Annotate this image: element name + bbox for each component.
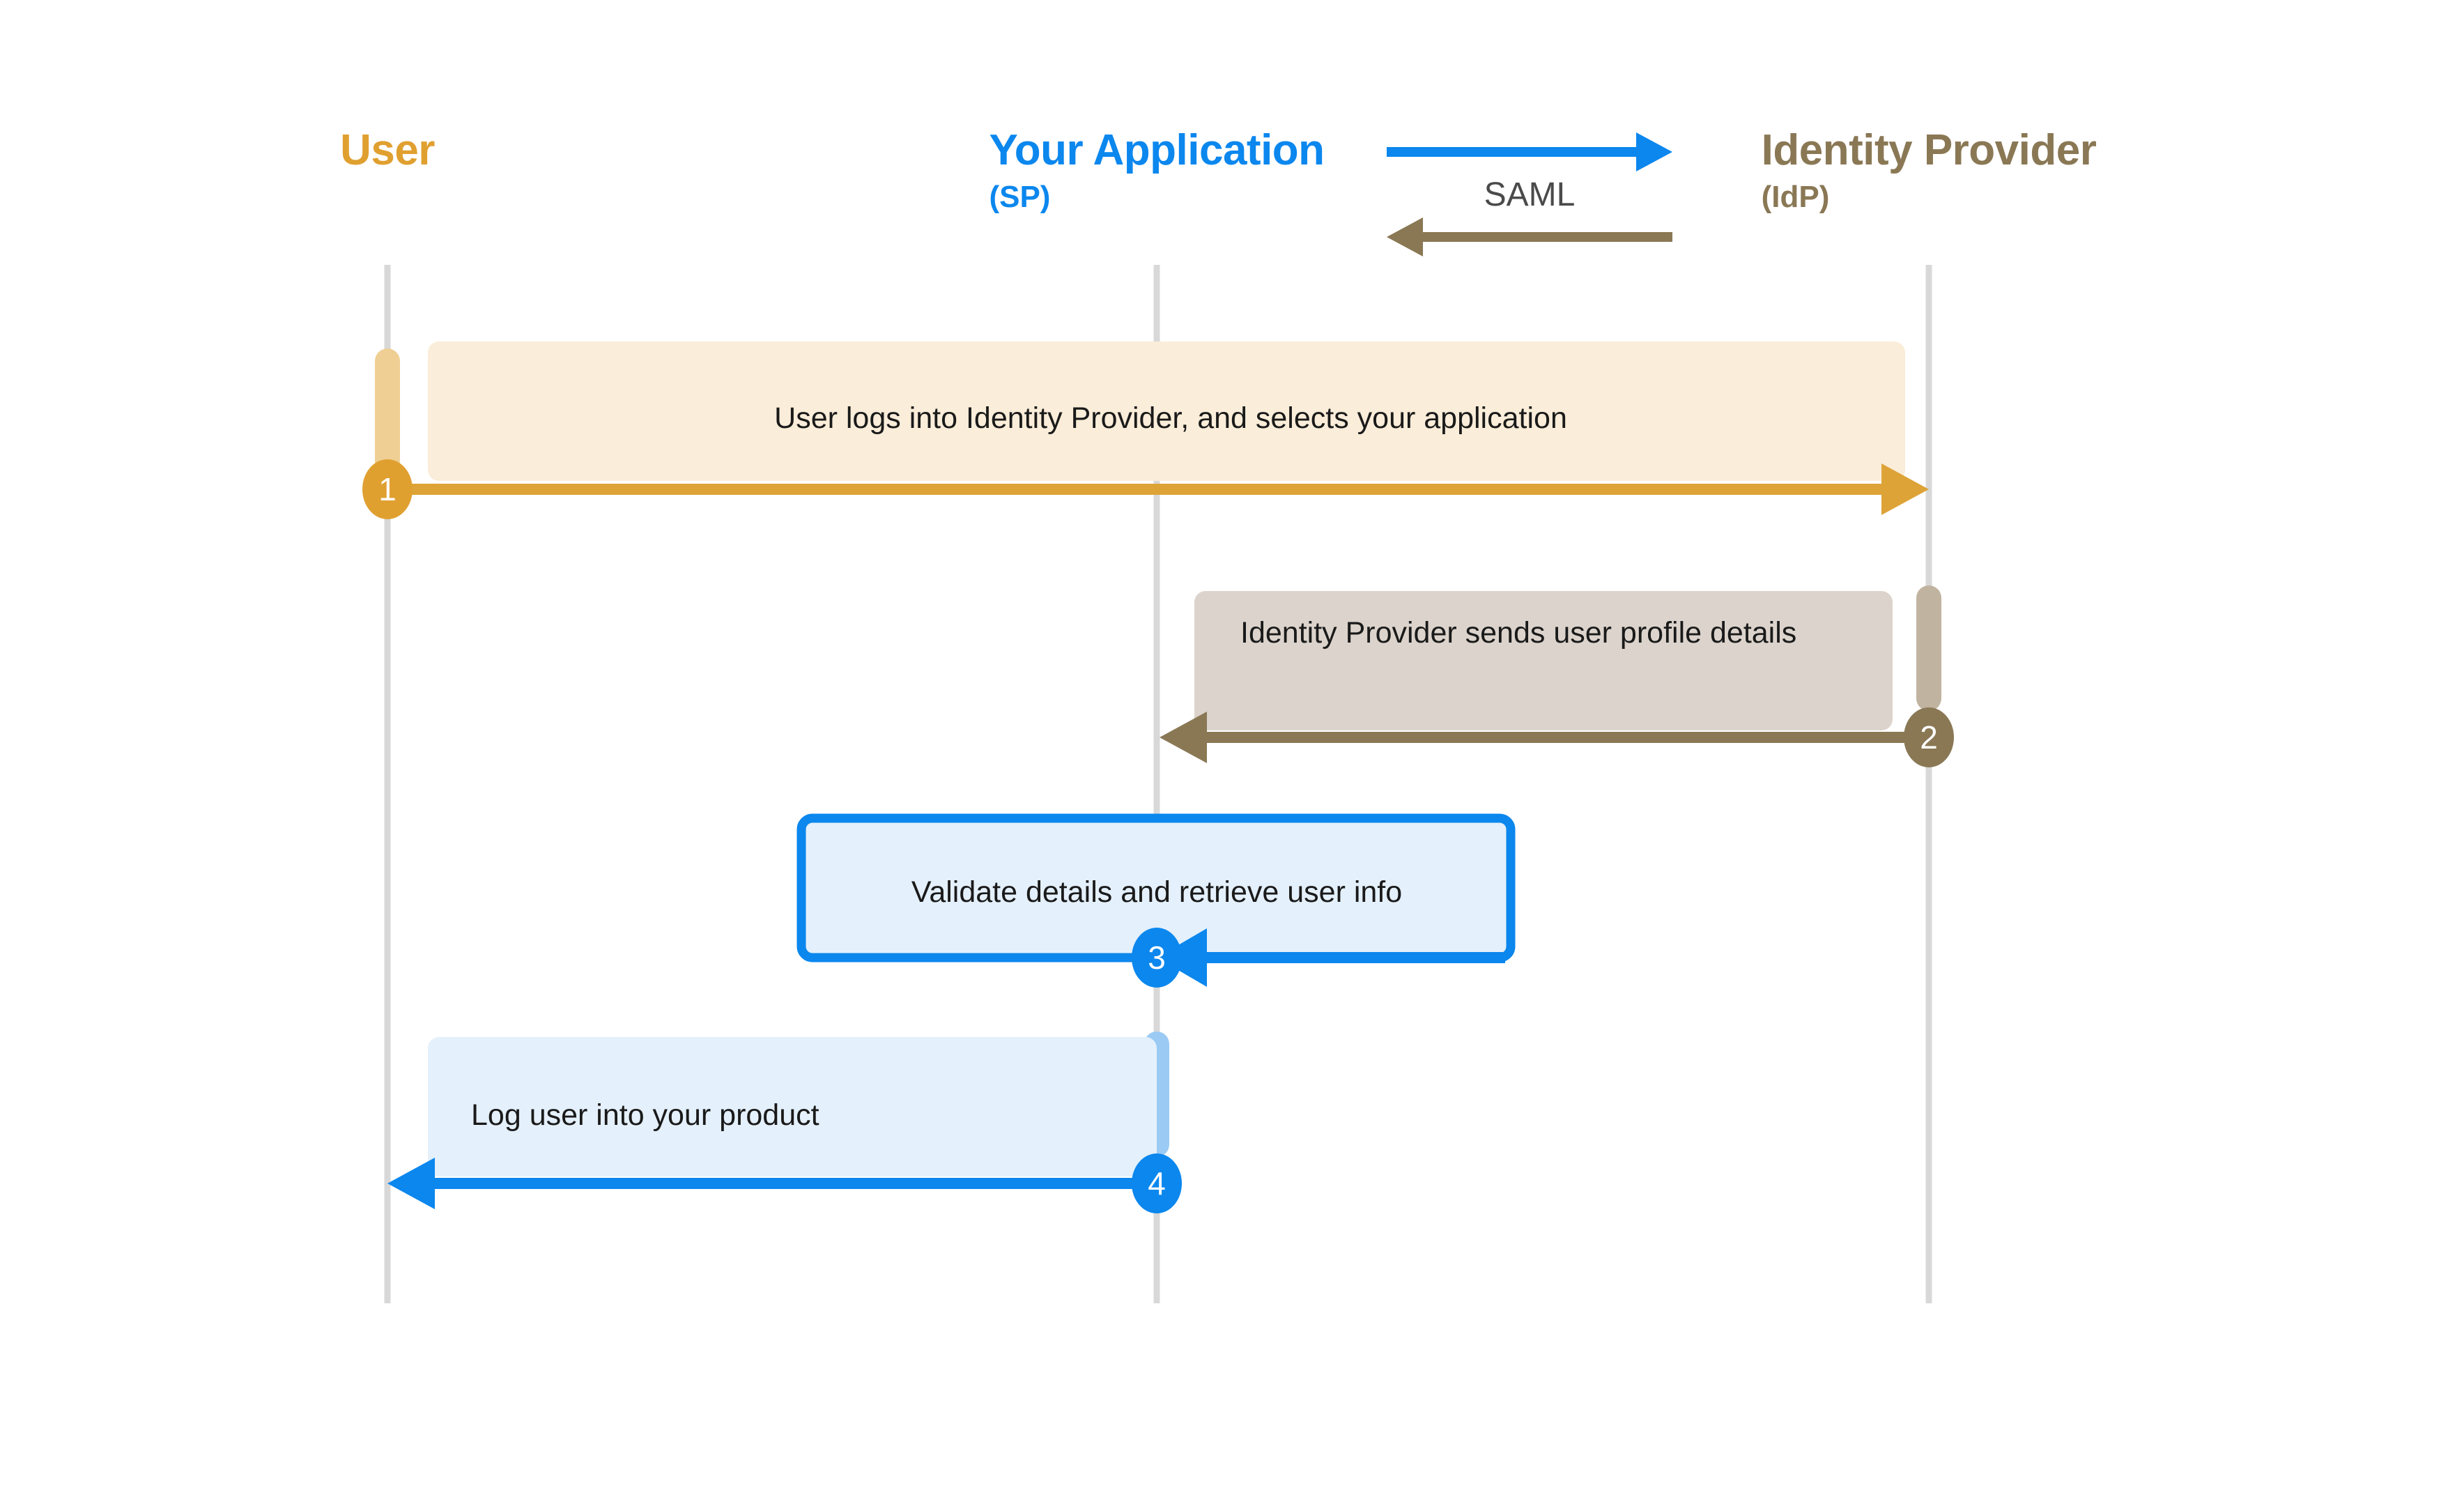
actor-name-your-application: Your Application — [989, 126, 1325, 174]
saml-protocol-arrows — [1387, 132, 1672, 256]
step-2-arrow-head — [1160, 712, 1207, 763]
activation-bar-idp-step2 — [1916, 585, 1941, 711]
step-4-group — [387, 1037, 1157, 1209]
actor-name-user: User — [340, 126, 435, 174]
saml-request-arrow-head — [1636, 132, 1672, 171]
actor-header-user: User — [340, 129, 435, 182]
step-1-group — [387, 342, 1929, 515]
step-1-message-text: User logs into Identity Provider, and se… — [774, 401, 1567, 435]
activation-bar-user-step1 — [375, 348, 400, 474]
step-3-message-text: Validate details and retrieve user info — [911, 875, 1403, 909]
step-4-message-text: Log user into your product — [471, 1098, 819, 1132]
step-4-arrow-head — [387, 1158, 435, 1209]
step-badge-2[interactable]: 2 — [1904, 707, 1954, 767]
actor-header-your-application: Your Application (SP) — [989, 126, 1325, 214]
actor-name-identity-provider: Identity Provider — [1761, 126, 2097, 174]
step-3-arrow-head — [1157, 928, 1207, 987]
step-badge-3[interactable]: 3 — [1132, 928, 1182, 988]
saml-response-arrow-head — [1387, 217, 1423, 256]
step-1-message-box — [428, 342, 1905, 481]
actor-sub-your-application: (SP) — [989, 180, 1051, 214]
step-2-message-text: Identity Provider sends user profile det… — [1240, 616, 1797, 650]
saml-protocol-label: SAML — [1484, 176, 1576, 213]
step-2-message-box — [1194, 591, 1893, 730]
step-badge-4[interactable]: 4 — [1132, 1153, 1182, 1213]
step-4-message-box — [428, 1037, 1157, 1176]
step-2-group — [1160, 591, 1929, 763]
actor-sub-identity-provider: (IdP) — [1761, 180, 1830, 214]
step-badge-1[interactable]: 1 — [362, 459, 413, 519]
step-1-arrow-head — [1881, 463, 1929, 515]
actor-header-identity-provider: Identity Provider (IdP) — [1762, 129, 2097, 213]
